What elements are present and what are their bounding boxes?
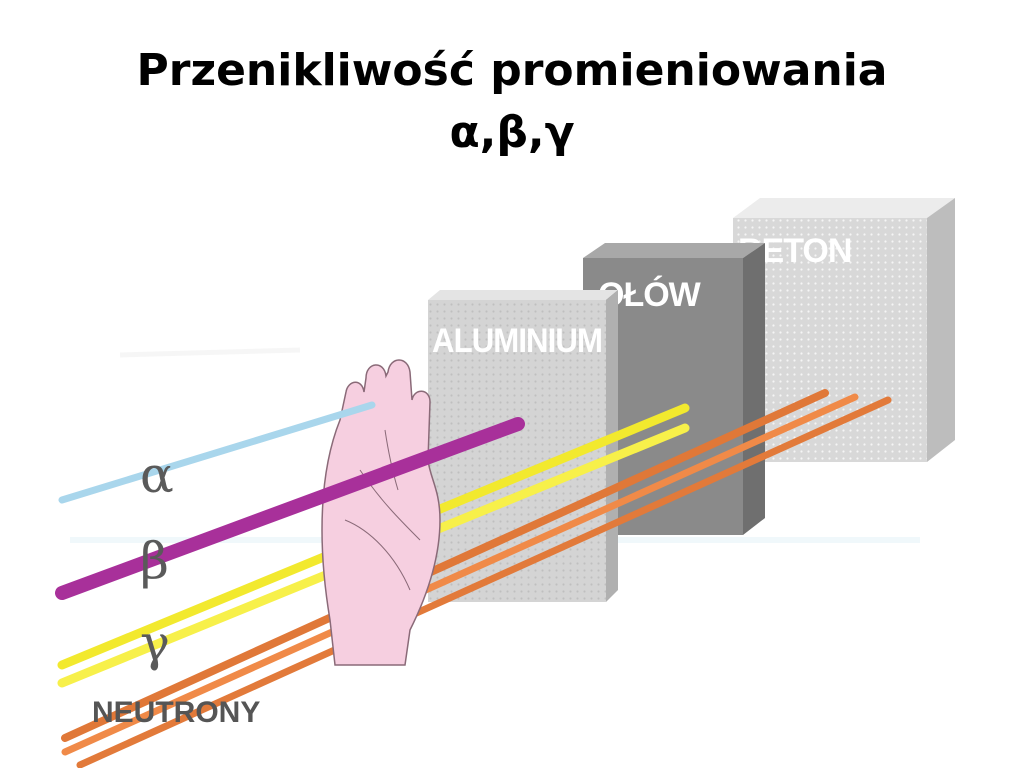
aluminium-block-side bbox=[606, 290, 618, 602]
neutrons-label: NEUTRONY bbox=[92, 696, 260, 729]
beton-block-side bbox=[927, 198, 955, 462]
neutron-ray-1 bbox=[61, 389, 829, 742]
neutron-ray-3 bbox=[76, 396, 892, 768]
slide-title: Przenikliwość promieniowania α,β,γ bbox=[0, 40, 1024, 164]
aluminium-label: ALUMINIUM bbox=[432, 322, 602, 360]
alpha-ray bbox=[58, 401, 376, 504]
aluminium-block-top bbox=[428, 290, 618, 300]
gamma-label: γ bbox=[140, 614, 170, 672]
hand-shape bbox=[321, 359, 441, 666]
neutron-rays bbox=[61, 389, 892, 768]
hand-icon bbox=[321, 359, 441, 666]
beta-ray bbox=[55, 417, 525, 600]
olow-block-top bbox=[583, 243, 765, 258]
olow-block-side bbox=[743, 243, 765, 535]
beton-block-top bbox=[733, 198, 955, 218]
alpha-label: α bbox=[140, 446, 174, 504]
title-line-1: Przenikliwość promieniowania bbox=[136, 45, 888, 96]
beton-block: BETON bbox=[733, 198, 955, 462]
neutron-ray-2 bbox=[61, 393, 859, 756]
beta-label: β bbox=[140, 532, 169, 590]
title-line-2: α,β,γ bbox=[449, 107, 575, 158]
